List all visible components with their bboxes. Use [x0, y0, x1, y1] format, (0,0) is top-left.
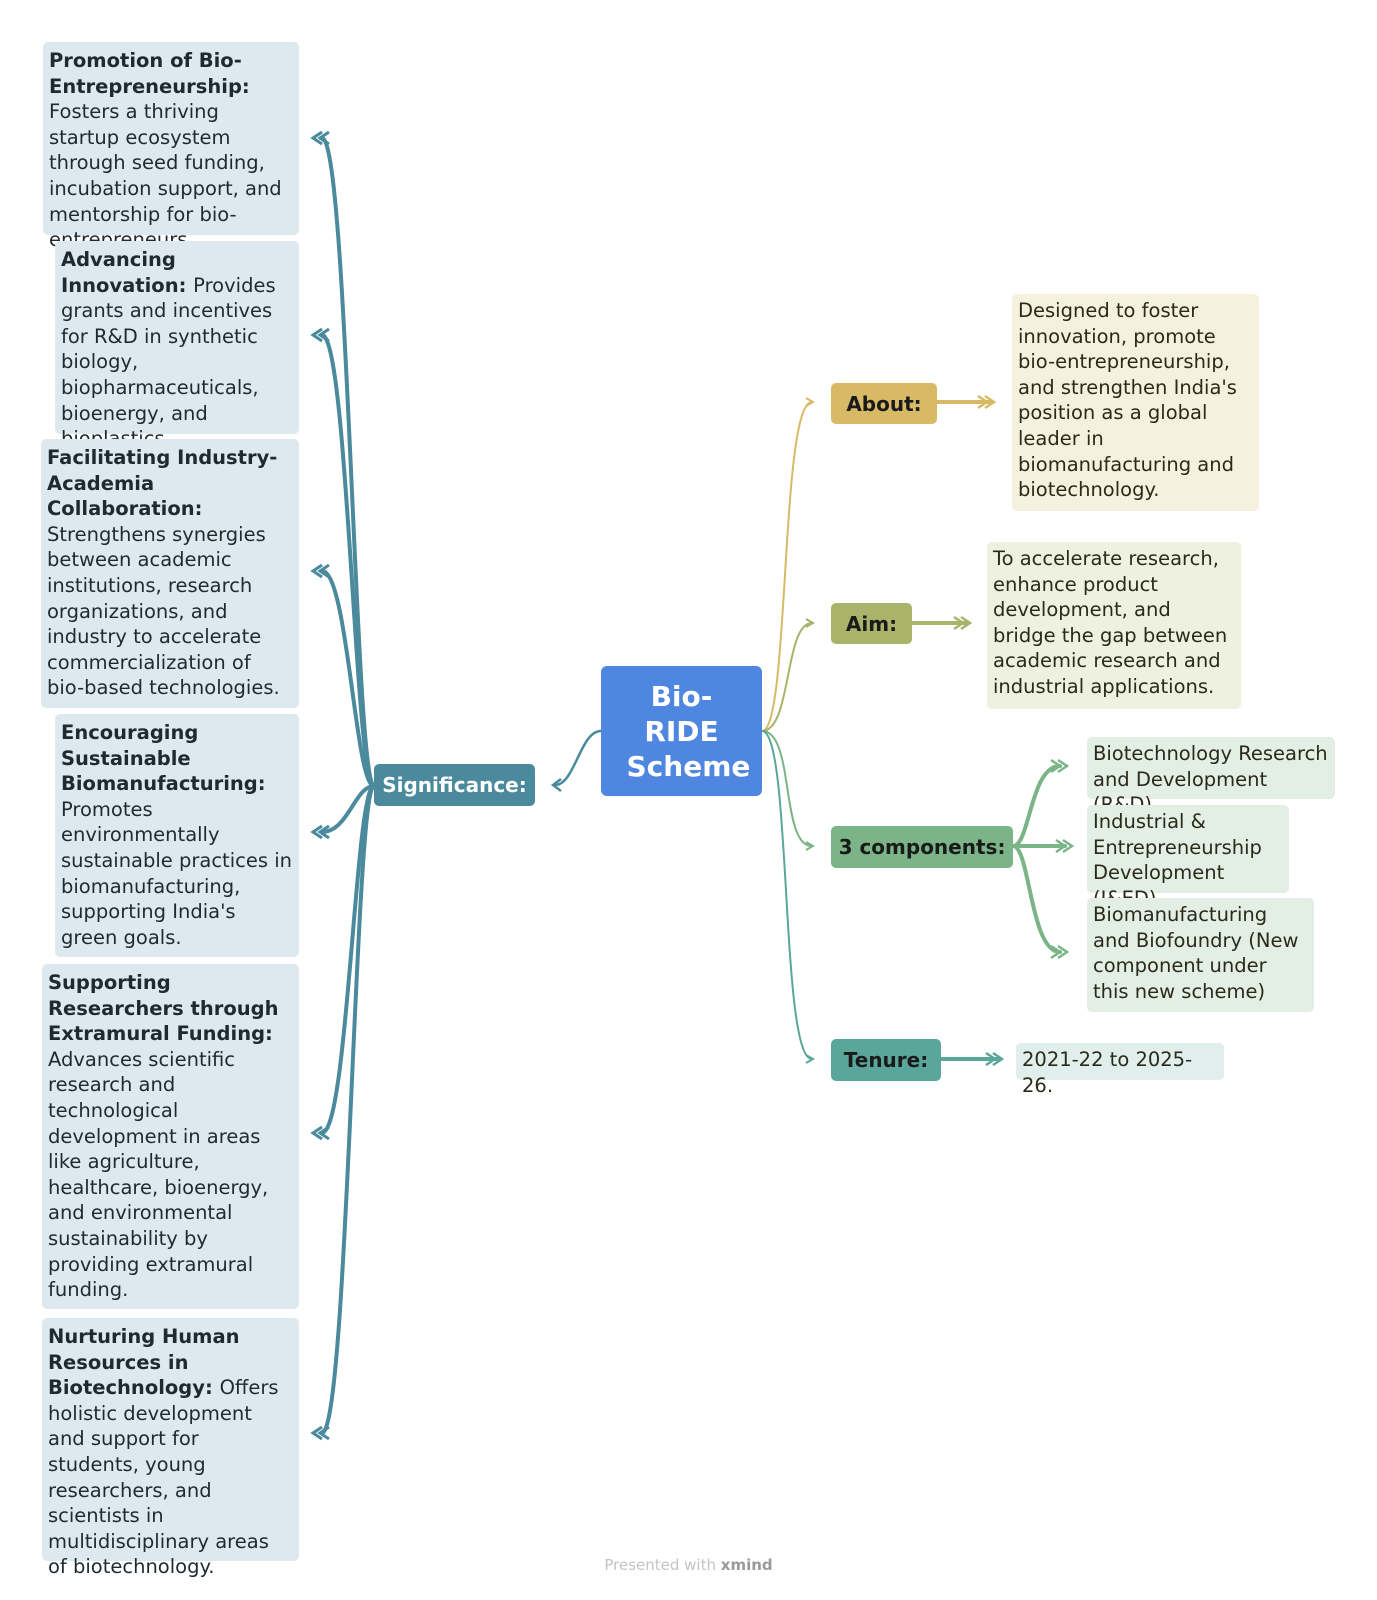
aim-label: Aim:	[845, 611, 898, 636]
link-comp-1	[1011, 764, 1062, 848]
item-title: Advancing Innovation:	[61, 248, 194, 297]
link-center-tenure	[761, 730, 813, 1060]
item-title: Promotion of Bio-Entrepreneurship:	[49, 49, 250, 98]
significance-item-innovation[interactable]: Advancing Innovation: Provides grants an…	[55, 241, 299, 450]
item-title: Facilitating Industry-Academia Collabora…	[47, 446, 278, 521]
link-sig-3	[320, 569, 376, 788]
components-label: 3 components:	[838, 835, 1006, 859]
component-text: Biomanufacturing and Biofoundry (New com…	[1093, 903, 1299, 1003]
link-sig-1	[320, 136, 376, 788]
significance-item-collaboration[interactable]: Facilitating Industry-Academia Collabora…	[41, 439, 299, 708]
component-item-biofoundry[interactable]: Biomanufacturing and Biofoundry (New com…	[1087, 898, 1314, 1012]
about-detail[interactable]: Designed to foster innovation, promote b…	[1012, 294, 1259, 511]
tenure-text: 2021-22 to 2025-26.	[1022, 1048, 1193, 1097]
about-branch[interactable]: About:	[831, 383, 937, 424]
aim-text: To accelerate research, enhance product …	[993, 547, 1228, 698]
arrow-significance	[550, 778, 562, 792]
significance-label: Significance:	[382, 773, 527, 797]
about-text: Designed to foster innovation, promote b…	[1018, 299, 1237, 502]
components-branch[interactable]: 3 components:	[831, 826, 1013, 868]
item-text: Offers holistic development and support …	[48, 1376, 279, 1579]
component-item-rnd[interactable]: Biotechnology Research and Development (…	[1087, 737, 1335, 816]
central-topic[interactable]: Bio-RIDE Scheme	[601, 666, 762, 796]
link-comp-3	[1011, 844, 1062, 954]
footer-prefix: Presented with	[604, 1556, 716, 1574]
item-text: Advances scientific research and technol…	[48, 1047, 269, 1302]
link-center-about	[761, 401, 813, 732]
item-text: Strengthens synergies between academic i…	[47, 522, 280, 700]
tenure-branch[interactable]: Tenure:	[831, 1039, 941, 1081]
link-sig-6	[320, 784, 376, 1435]
significance-item-bio-entrepreneurship[interactable]: Promotion of Bio-Entrepreneurship: Foste…	[43, 42, 299, 251]
link-center-aim	[761, 622, 813, 732]
item-title: Encouraging Sustainable Biomanufacturing…	[61, 721, 266, 796]
aim-detail[interactable]: To accelerate research, enhance product …	[987, 542, 1241, 709]
item-text: Fosters a thriving startup ecosystem thr…	[49, 100, 282, 252]
tenure-label: Tenure:	[843, 1048, 929, 1072]
link-center-components	[761, 730, 813, 847]
central-topic-title: Bio-RIDE Scheme	[626, 679, 751, 783]
link-sig-2	[320, 333, 376, 788]
tenure-detail[interactable]: 2021-22 to 2025-26.	[1016, 1043, 1224, 1097]
footer-watermark: Presented with xmind	[0, 1556, 1377, 1574]
link-center-significance	[554, 729, 602, 787]
significance-branch[interactable]: Significance:	[374, 764, 535, 806]
aim-branch[interactable]: Aim:	[831, 603, 912, 644]
significance-item-human-resources[interactable]: Nurturing Human Resources in Biotechnolo…	[42, 1318, 299, 1578]
item-title: Nurturing Human Resources in Biotechnolo…	[48, 1325, 240, 1400]
significance-item-extramural[interactable]: Supporting Researchers through Extramura…	[42, 964, 299, 1309]
item-text: Promotes environmentally sustainable pra…	[61, 797, 292, 949]
significance-item-sustainable[interactable]: Encouraging Sustainable Biomanufacturing…	[55, 714, 299, 957]
item-text: Provides grants and incentives for R&D i…	[61, 273, 276, 451]
component-item-ied[interactable]: Industrial & Entrepreneurship Developmen…	[1087, 805, 1289, 910]
about-label: About:	[846, 391, 922, 416]
footer-brand: xmind	[720, 1556, 773, 1574]
link-sig-4	[320, 784, 376, 834]
item-title: Supporting Researchers through Extramura…	[48, 971, 279, 1046]
